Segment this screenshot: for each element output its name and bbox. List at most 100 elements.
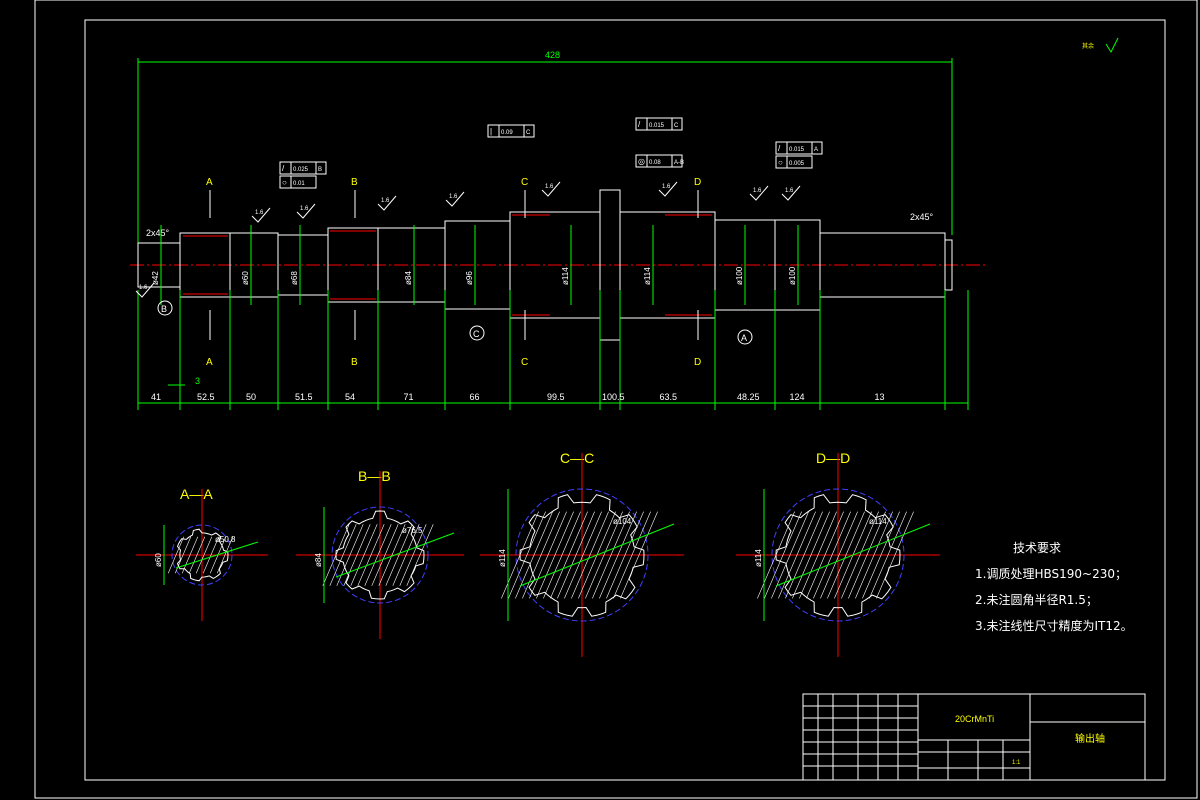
hatch-line: [322, 524, 350, 586]
diameter-label-8: ø100: [788, 266, 797, 285]
hatch-line: [841, 511, 879, 599]
section-spline-dia-0: ø50.8: [215, 535, 236, 544]
hatch-line: [848, 511, 886, 599]
roughness-icon-0: [251, 207, 271, 223]
section-profile-0: [176, 528, 229, 582]
tol-value-4: 0.08: [649, 160, 661, 166]
tech-note-2: 2.未注圆角半径R1.5；: [975, 593, 1098, 607]
axial-dim-0: 41: [151, 392, 161, 402]
tol-symbol-6: ○: [778, 158, 783, 167]
roughness-value-7: 1.6: [785, 188, 794, 194]
tech-note-3: 3.未注线性尺寸精度为IT12。: [975, 619, 1133, 633]
section-dia-0: ø60: [154, 553, 163, 567]
section-circle-0: [171, 524, 233, 586]
hatch-line: [592, 511, 630, 599]
hatch-line: [216, 536, 234, 574]
hatch-line: [188, 536, 206, 574]
hatch-line: [792, 511, 830, 599]
tol-frame-0: [279, 161, 327, 175]
roughness-value-5: 1.6: [662, 184, 671, 190]
roughness-value-2: 1.6: [381, 198, 390, 204]
hatch-line: [167, 536, 185, 574]
hatch-line: [508, 511, 546, 599]
hatch-line: [585, 511, 623, 599]
axial-dim-9: 63.5: [660, 392, 678, 402]
tech-note-1: 1.调质处理HBS190~230；: [975, 567, 1127, 581]
overall-dimension: [137, 58, 953, 245]
hatch-line: [820, 511, 858, 599]
title-block: [802, 693, 1146, 781]
hatch-line: [195, 536, 213, 574]
roughness-icon-1: [296, 203, 316, 219]
roughness-icon-3: [445, 191, 465, 207]
tol-symbol-1: ○: [282, 178, 287, 187]
part-name-text: 输出轴: [1075, 732, 1105, 745]
tol-frame-5: [775, 141, 823, 155]
chamfer-right-text: 2x45°: [910, 212, 934, 222]
roughness-other-text: 其余: [1082, 42, 1094, 50]
section-circle-2: [515, 488, 649, 622]
material-text: 20CrMnTi: [955, 714, 994, 724]
hatch-line: [399, 524, 427, 586]
hatch-line: [343, 524, 371, 586]
tol-symbol-5: /: [778, 144, 781, 153]
tol-datum-5: A: [814, 147, 818, 153]
hatch-line: [799, 511, 837, 599]
hatch-line: [855, 511, 893, 599]
tol-frame-2: [487, 124, 535, 138]
tol-datum-4: A-B: [674, 160, 684, 166]
diameter-label-0: ø42: [151, 271, 160, 285]
hatch-line: [202, 536, 220, 574]
hatch-line: [613, 511, 651, 599]
section-spline-dia-3: ø114: [869, 517, 887, 526]
roughness-value-6: 1.6: [753, 188, 762, 194]
roughness-value-0: 1.6: [255, 210, 264, 216]
section-leader-3: [775, 523, 931, 587]
hatch-line: [876, 511, 914, 599]
scale-text: 1:1: [1012, 760, 1021, 766]
tol-frame-6: [775, 155, 813, 169]
hatch-line: [364, 524, 392, 586]
hatch-line: [329, 524, 357, 586]
hatch-line: [778, 511, 816, 599]
shaft-outline: [137, 189, 953, 341]
tol-datum-2: C: [526, 130, 531, 136]
section-mark-top-A: A: [206, 177, 213, 188]
hatch-line: [529, 511, 567, 599]
section-mark-bottom-B: B: [351, 357, 358, 368]
tol-symbol-0: /: [282, 164, 285, 173]
tol-symbol-2: |: [490, 127, 492, 136]
tol-value-3: 0.015: [649, 123, 665, 129]
tol-datum-0: B: [318, 167, 322, 173]
hatch-line: [357, 524, 385, 586]
roughness-value-8: 1.6: [139, 285, 148, 291]
datum-markers: B C A: [157, 300, 753, 345]
hatch-line: [378, 524, 406, 586]
hatch-line: [543, 511, 581, 599]
section-view-label-2: C—C: [560, 450, 594, 466]
diameter-label-7: ø100: [735, 266, 744, 285]
chamfer-left-text: 2x45°: [146, 228, 170, 238]
section-dia-3: ø114: [754, 549, 763, 567]
diameter-label-2: ø68: [290, 271, 299, 285]
axial-dim-2: 50: [246, 392, 256, 402]
hatch-line: [862, 511, 900, 599]
datum-a: A: [741, 333, 747, 343]
overall-length-text: 428: [545, 50, 560, 60]
section-circle-1: [331, 506, 429, 604]
roughness-value-1: 1.6: [300, 206, 309, 212]
tol-datum-3: C: [674, 123, 679, 129]
section-leader-2: [519, 523, 675, 587]
hatch-line: [536, 511, 574, 599]
hatch-line: [764, 511, 802, 599]
axial-dim-1: 52.5: [197, 392, 215, 402]
hatch-line: [522, 511, 560, 599]
inner-border: [84, 19, 1166, 781]
axial-dim-7: 99.5: [547, 392, 565, 402]
tol-frame-4: [635, 154, 683, 168]
